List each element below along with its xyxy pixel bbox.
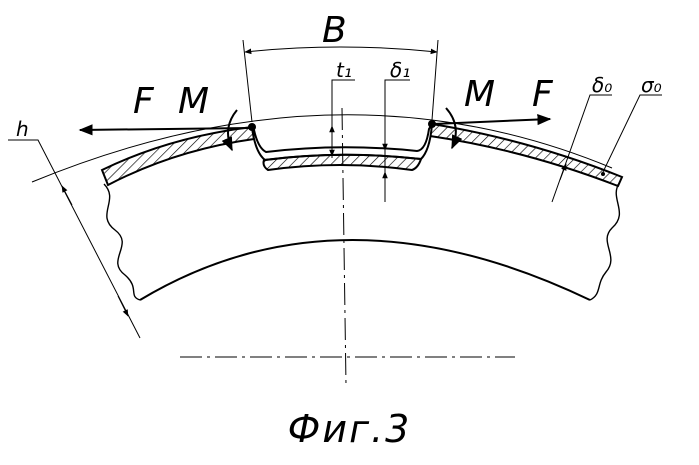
label-b: B	[322, 10, 347, 51]
figure-caption: Фиг.3	[0, 410, 699, 448]
label-sigma0: σ₀	[641, 73, 662, 97]
break-line-left	[104, 184, 140, 300]
sigma0-leader	[603, 95, 662, 172]
delta1-leader	[385, 80, 410, 202]
force-arrow-left	[80, 128, 250, 130]
force-arrow-right	[434, 119, 550, 124]
label-f-left: F	[133, 81, 155, 122]
wall-right-hatched	[430, 124, 622, 186]
label-delta1: δ₁	[390, 58, 410, 82]
sigma0-point	[601, 172, 605, 176]
label-f-right: F	[532, 74, 554, 115]
break-line-right	[590, 182, 620, 300]
label-delta0: δ₀	[592, 73, 612, 97]
label-m-right: M	[464, 74, 495, 115]
joint-left	[248, 123, 256, 131]
h-arrow-top	[62, 186, 72, 205]
h-arrow-bottom	[118, 296, 128, 316]
label-t1: t₁	[336, 58, 352, 82]
wall-left-hatched	[102, 127, 254, 185]
dim-b-ext-left	[243, 40, 252, 122]
label-m-left: M	[178, 81, 209, 122]
label-h: h	[16, 117, 29, 141]
inner-arc	[140, 240, 590, 300]
